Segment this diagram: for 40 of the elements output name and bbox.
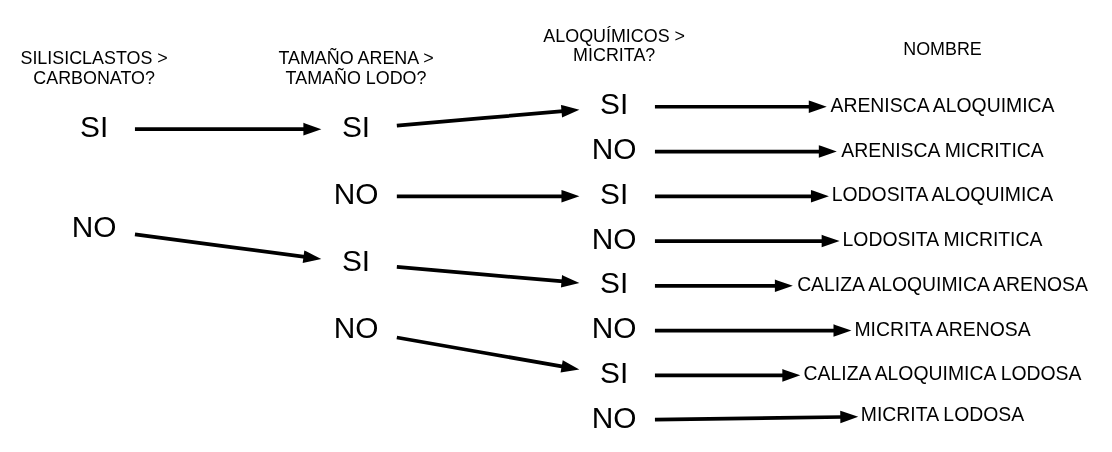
node-text: SI [341,243,371,277]
node-text: CALIZA ALOQUIMICA LODOSA [803,361,1082,384]
arrow [654,144,837,158]
node-text: SI [600,176,629,210]
node-text: LODOSITA ALOQUIMICA [831,182,1054,205]
node-text: SI [600,86,629,120]
arrow [654,189,829,203]
node-text: SI [600,265,629,299]
arrow [396,104,580,128]
node-text: NO [591,221,637,255]
label: SILISICLASTOS > CARBONATO? [20,47,168,88]
node-text: ARENISCA MICRITICA [841,138,1044,161]
node-text: CALIZA ALOQUIMICA ARENOSA [797,272,1088,295]
arrow [396,264,580,288]
node-text: NO [333,176,379,210]
arrow [134,122,322,135]
node-text: NO [333,310,379,344]
arrow [654,410,859,423]
arrow [396,335,580,373]
arrow [654,279,793,292]
node-text: NO [591,400,637,434]
arrow [654,368,801,382]
node-text: SI [341,109,371,143]
arrow [654,234,840,247]
node-text: NO [71,209,117,243]
label: NOMBRE [903,38,982,59]
node-text: MICRITA LODOSA [860,402,1025,425]
arrow [654,323,852,337]
node-text: NO [591,131,637,165]
arrow [396,189,580,203]
node-text: NO [591,310,637,344]
label: TAMAÑO ARENA > TAMAÑO LODO? [278,47,434,88]
label: ALOQUÍMICOS > MICRITA? [543,25,686,65]
node-text: SI [600,355,629,389]
node-text: SI [80,109,109,143]
arrow [654,99,827,113]
node-text: MICRITA ARENOSA [854,317,1031,340]
node-text: LODOSITA MICRITICA [842,227,1043,250]
node-text: ARENISCA ALOQUIMICA [830,93,1055,116]
arrow [134,231,322,263]
